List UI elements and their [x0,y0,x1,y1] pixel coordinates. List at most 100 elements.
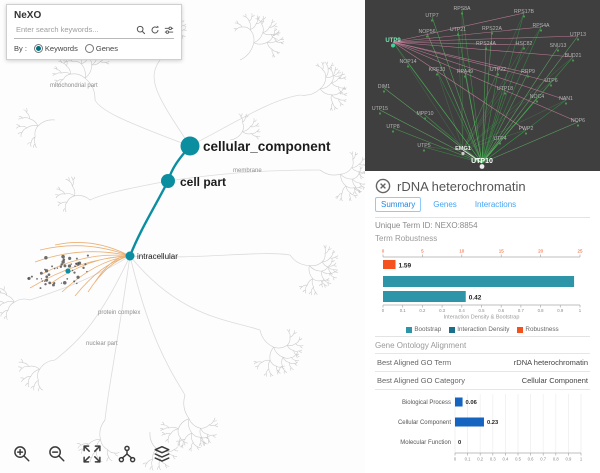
radio-genes-circle[interactable] [84,44,94,53]
svg-text:25: 25 [577,249,583,254]
svg-text:UTP4: UTP4 [493,136,506,142]
svg-text:0.2: 0.2 [477,457,483,462]
svg-text:0: 0 [382,308,385,313]
svg-text:0.7: 0.7 [518,308,525,313]
radio-genes[interactable]: Genes [84,44,118,53]
svg-text:5: 5 [421,249,424,254]
svg-text:0.8: 0.8 [553,457,559,462]
svg-text:NOP14: NOP14 [399,59,416,65]
term-detail-panel: rDNA heterochromatin Summary Genes Inter… [365,171,600,473]
svg-text:10: 10 [459,249,465,254]
refresh-icon[interactable] [150,25,160,35]
svg-text:RPS17B: RPS17B [514,9,534,15]
svg-text:Cellular Component: Cellular Component [398,420,451,426]
svg-text:protein complex: protein complex [98,310,140,316]
tab-summary[interactable]: Summary [375,197,422,212]
legend-bootstrap: Bootstrap [406,326,441,333]
svg-text:membrane: membrane [233,168,262,174]
go-category-value: Cellular Component [521,376,588,385]
svg-text:0.9: 0.9 [557,308,564,313]
go-term-label: Best Aligned GO Term [377,358,452,367]
svg-text:0: 0 [382,249,385,254]
chart-legend: Bootstrap Interaction Density Robustness [375,326,590,333]
detail-header: rDNA heterochromatin [375,178,590,194]
svg-text:0.8: 0.8 [538,308,545,313]
app-title: NeXO [14,10,42,21]
svg-text:1: 1 [579,308,582,313]
svg-text:RRP9: RRP9 [521,69,535,75]
svg-text:Interaction Density & Bootstra: Interaction Density & Bootstrap [444,315,520,321]
svg-text:UTP5: UTP5 [417,143,430,149]
svg-text:UTP9: UTP9 [385,38,401,44]
tab-genes[interactable]: Genes [433,200,457,209]
fit-to-screen-button[interactable] [80,443,104,465]
search-mode-row: By : Keywords Genes [14,44,174,53]
table-row: Best Aligned GO Term rDNA heterochromati… [375,353,590,371]
go-alignment-heading: Gene Ontology Alignment [375,341,467,350]
search-input[interactable] [14,24,132,35]
svg-text:NAN1: NAN1 [559,96,573,102]
robustness-section-label: Term Robustness [375,234,438,243]
radio-keywords-circle[interactable] [33,44,43,53]
search-row [14,24,174,39]
svg-text:0.1: 0.1 [465,457,471,462]
svg-text:EMG1: EMG1 [455,146,471,152]
svg-text:0.06: 0.06 [466,400,478,406]
zoom-out-button[interactable] [45,443,69,465]
svg-text:0.7: 0.7 [540,457,546,462]
tab-interactions[interactable]: Interactions [474,200,517,209]
svg-text:UTP18: UTP18 [497,86,513,92]
radio-keywords-label: Keywords [44,44,78,53]
detail-tabs: Summary Genes Interactions [375,197,590,212]
svg-text:1: 1 [580,457,583,462]
bootstrap-swatch [406,326,413,333]
svg-text:UTP13: UTP13 [570,32,586,38]
svg-text:UTP15: UTP15 [372,106,388,112]
search-card: NeXO By : Keywords [6,4,182,60]
settings-icon[interactable] [164,25,174,35]
term-id-label: Unique Term ID: [375,221,433,230]
svg-text:cell part: cell part [180,175,226,189]
svg-text:0.23: 0.23 [487,420,499,426]
view-toolbar [10,443,174,465]
svg-text:intracellular: intracellular [137,252,178,261]
radio-keywords[interactable]: Keywords [33,44,78,53]
svg-text:NOP56: NOP56 [418,29,435,35]
svg-text:RPS4A: RPS4A [532,23,550,29]
go-category-label: Best Aligned GO Category [377,376,465,385]
svg-text:0.3: 0.3 [490,457,496,462]
svg-text:mitochondrial part: mitochondrial part [50,83,98,89]
svg-text:0.3: 0.3 [439,308,446,313]
svg-text:0: 0 [458,440,461,446]
close-icon[interactable] [375,178,391,194]
svg-text:0.1: 0.1 [400,308,407,313]
term-title: rDNA heterochromatin [397,178,526,194]
search-icon[interactable] [136,25,146,35]
tree-layout-button[interactable] [115,443,139,465]
svg-text:UTP10: UTP10 [471,158,493,165]
table-row: Best Aligned GO Category Cellular Compon… [375,371,590,390]
svg-text:HSC82: HSC82 [516,41,533,47]
svg-text:RPA49: RPA49 [457,69,473,75]
svg-text:NOC4: NOC4 [530,94,545,100]
go-alignment-table: Best Aligned GO Term rDNA heterochromati… [375,353,590,390]
legend-robustness: Robustness [517,326,559,333]
zoom-in-button[interactable] [10,443,34,465]
svg-text:UTP6: UTP6 [544,78,557,84]
svg-text:1.59: 1.59 [399,263,412,270]
radio-genes-label: Genes [95,44,118,53]
go-term-value: rDNA heterochromatin [513,358,588,367]
svg-text:UTP21: UTP21 [450,27,466,33]
layers-button[interactable] [150,443,174,465]
svg-text:0: 0 [454,457,457,462]
svg-text:0.5: 0.5 [515,457,521,462]
svg-text:0.6: 0.6 [498,308,505,313]
